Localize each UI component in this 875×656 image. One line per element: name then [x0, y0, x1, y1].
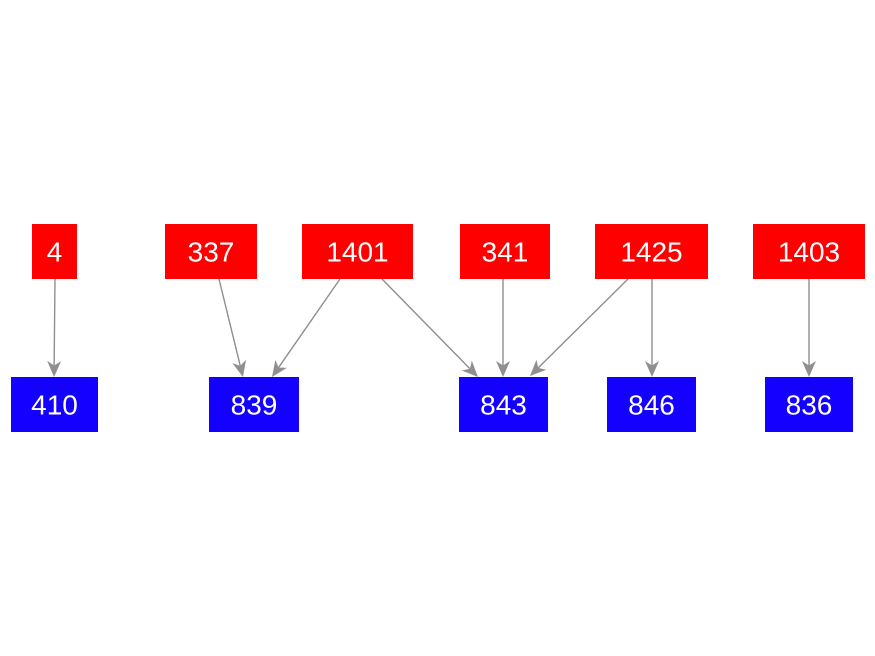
graph-node-1401: 1401 [302, 224, 413, 279]
edges-layer [47, 278, 816, 377]
target-node-rect [765, 377, 853, 432]
target-node-rect [459, 377, 548, 432]
graph-node-846: 846 [607, 377, 696, 432]
edge-1425-846 [645, 279, 659, 377]
source-node-rect [460, 224, 550, 279]
graph-node-843: 843 [459, 377, 548, 432]
arrowhead-icon [530, 359, 547, 376]
source-node-rect [302, 224, 413, 279]
node-label: 843 [480, 390, 527, 421]
edge-line [53, 278, 56, 366]
node-label: 839 [231, 390, 278, 421]
nodes-layer: 4 337 1401 341 1425 1403 410 839 843 846 836 [11, 224, 865, 432]
node-label: 4 [47, 237, 63, 268]
edge-1403-836 [802, 279, 816, 377]
arrowhead-icon [232, 359, 246, 377]
source-node-rect [165, 224, 257, 279]
target-node-rect [11, 377, 98, 432]
node-label: 1425 [620, 237, 682, 268]
graph-node-337: 337 [165, 224, 257, 279]
source-node-rect [753, 224, 865, 279]
edge-4-410 [47, 278, 62, 377]
arrowhead-icon [802, 361, 816, 377]
edge-1401-839 [272, 278, 341, 377]
node-label: 836 [786, 390, 833, 421]
arrowhead-icon [645, 361, 659, 377]
graph-node-341: 341 [460, 224, 550, 279]
edge-341-843 [496, 279, 510, 377]
graph-node-839: 839 [209, 377, 299, 432]
arrowhead-icon [272, 359, 287, 377]
source-node-rect [595, 224, 708, 279]
edge-1425-843 [530, 278, 629, 376]
target-node-rect [209, 377, 299, 432]
graph-node-4: 4 [32, 224, 77, 279]
arrowhead-icon [47, 360, 62, 377]
graph-node-1425: 1425 [595, 224, 708, 279]
edge-1401-843 [381, 278, 478, 377]
graph-node-410: 410 [11, 377, 98, 432]
node-label: 337 [188, 237, 235, 268]
node-label: 1403 [778, 237, 840, 268]
target-node-rect [607, 377, 696, 432]
source-node-rect [32, 224, 77, 279]
graph-node-1403: 1403 [753, 224, 865, 279]
edge-line [537, 278, 629, 369]
node-label: 1401 [326, 237, 388, 268]
edge-line [218, 278, 241, 366]
edge-337-839 [218, 278, 246, 377]
node-label: 410 [31, 390, 78, 421]
arrowhead-icon [496, 361, 510, 377]
node-label: 846 [628, 390, 675, 421]
edge-line [381, 278, 471, 370]
graph-node-836: 836 [765, 377, 853, 432]
arrowhead-icon [461, 360, 478, 377]
node-label: 341 [482, 237, 529, 268]
edge-line [277, 278, 341, 368]
